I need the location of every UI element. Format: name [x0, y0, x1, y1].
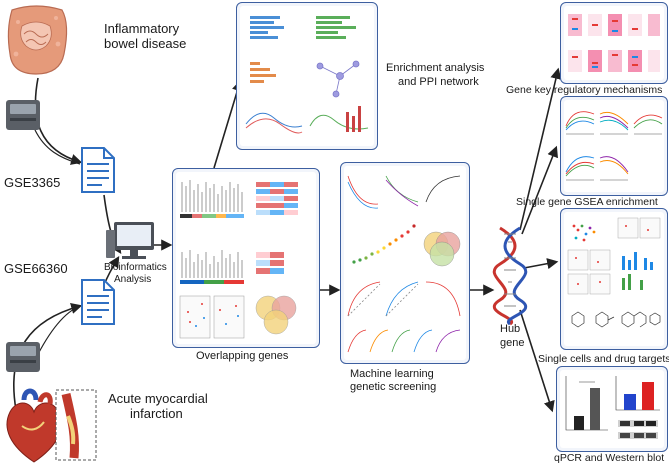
overlapping-thumbnails	[179, 180, 298, 339]
bioinformatics-label-1: Bioinformatics	[104, 262, 167, 273]
overlapping-label: Overlapping genes	[196, 350, 289, 362]
single-cells-thumbnails	[567, 217, 661, 328]
enrichment-panel	[236, 2, 378, 150]
ml-thumbnails	[347, 175, 461, 353]
arrow-overlapping-to-enrichment	[213, 79, 243, 169]
arrow-hub-to-gsea	[521, 145, 558, 235]
single-cells-label: Single cells and drug targets	[538, 353, 669, 365]
enrichment-label-1: Enrichment analysis	[386, 62, 485, 74]
ami-label-1: Acute myocardial	[108, 391, 208, 406]
overlapping-panel	[172, 168, 320, 348]
enrichment-label-2: and PPI network	[398, 76, 479, 88]
gsea-panel	[560, 96, 668, 196]
arrow-sequencer-to-gse3365	[34, 129, 81, 165]
gse66360-label: GSE66360	[4, 261, 68, 276]
ml-label-1: Machine learning	[350, 368, 434, 380]
gene-key-heatmaps	[568, 14, 660, 72]
arrow-heart-to-gse66360	[12, 302, 83, 411]
arrow-hub-to-single-cells	[523, 258, 559, 270]
arrow-hub-to-qpcr	[519, 309, 555, 413]
gsea-label: Single gene GSEA enrichment	[516, 196, 658, 208]
gene-key-panel	[560, 2, 668, 84]
ibd-label: Inflammatory bowel disease	[104, 21, 187, 51]
gsea-curves	[565, 111, 663, 181]
enrichment-bar-thumbnails	[245, 16, 369, 134]
ml-label-2: genetic screening	[350, 381, 437, 393]
qpcr-label: qPCR and Western blot	[554, 452, 665, 464]
gse3365-label: GSE3365	[4, 175, 61, 190]
hub-label-1: Hub	[500, 323, 521, 335]
ml-panel	[340, 162, 470, 364]
single-cells-panel	[560, 208, 668, 350]
arrow-intestine-to-gse3365	[34, 77, 83, 165]
bioinformatics-label-2: Analysis	[114, 274, 152, 285]
arrow-hub-to-gene-key	[519, 67, 562, 231]
qpcr-panel	[556, 366, 668, 452]
ami-label-2: infarction	[130, 406, 183, 421]
gene-key-label: Gene key regulatory mechanisms	[506, 84, 663, 96]
qpcr-thumbnails	[565, 376, 660, 439]
hub-label-2: gene	[500, 337, 525, 349]
